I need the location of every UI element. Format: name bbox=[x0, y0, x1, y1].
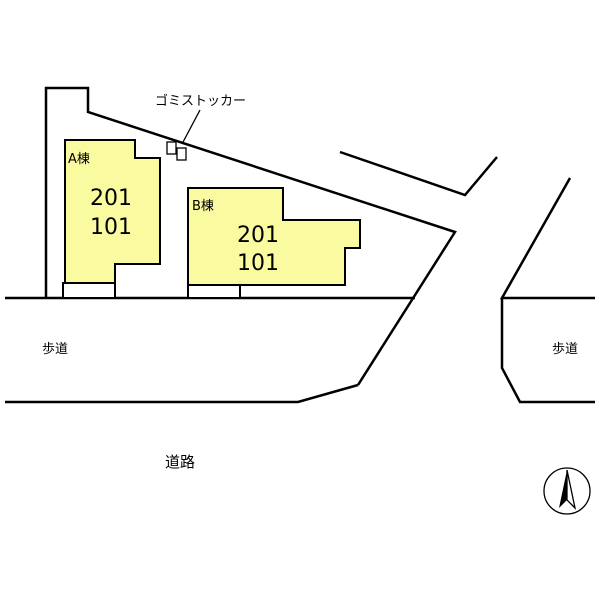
garbage-stocker-leader-line bbox=[181, 109, 201, 145]
building-b-entrance bbox=[187, 284, 241, 299]
sidewalk-right-label: 歩道 bbox=[552, 342, 578, 357]
garbage-stocker: ゴミストッカー bbox=[155, 93, 246, 161]
road-label: 道路 bbox=[165, 453, 195, 471]
garbage-stocker-label: ゴミストッカー bbox=[155, 93, 246, 109]
building-a-unit-upper: 201 bbox=[90, 186, 132, 211]
building-b-label: B棟 bbox=[192, 199, 214, 214]
garbage-stocker-box-2 bbox=[176, 147, 187, 161]
site-boundary bbox=[44, 86, 457, 386]
building-a: A棟 201 101 bbox=[62, 139, 161, 299]
north-arrow-outline-half bbox=[566, 469, 577, 511]
north-arrow-filled-half bbox=[559, 470, 567, 508]
sidewalk-right-edge-outer bbox=[499, 177, 595, 300]
building-b-unit-lower: 101 bbox=[237, 251, 279, 276]
road-edge-left bbox=[5, 383, 359, 404]
building-a-label: A棟 bbox=[68, 152, 90, 167]
building-a-unit-lower: 101 bbox=[90, 215, 132, 240]
north-arrow-icon bbox=[543, 467, 591, 515]
building-b-unit-upper: 201 bbox=[237, 223, 279, 248]
building-a-entrance bbox=[62, 282, 116, 299]
sidewalk-left-label: 歩道 bbox=[42, 342, 68, 357]
sidewalk-right-edge-road bbox=[500, 298, 595, 404]
building-b: B棟 201 101 bbox=[187, 187, 361, 299]
upper-road-edge bbox=[339, 150, 498, 197]
garbage-stocker-box-1 bbox=[166, 141, 177, 155]
